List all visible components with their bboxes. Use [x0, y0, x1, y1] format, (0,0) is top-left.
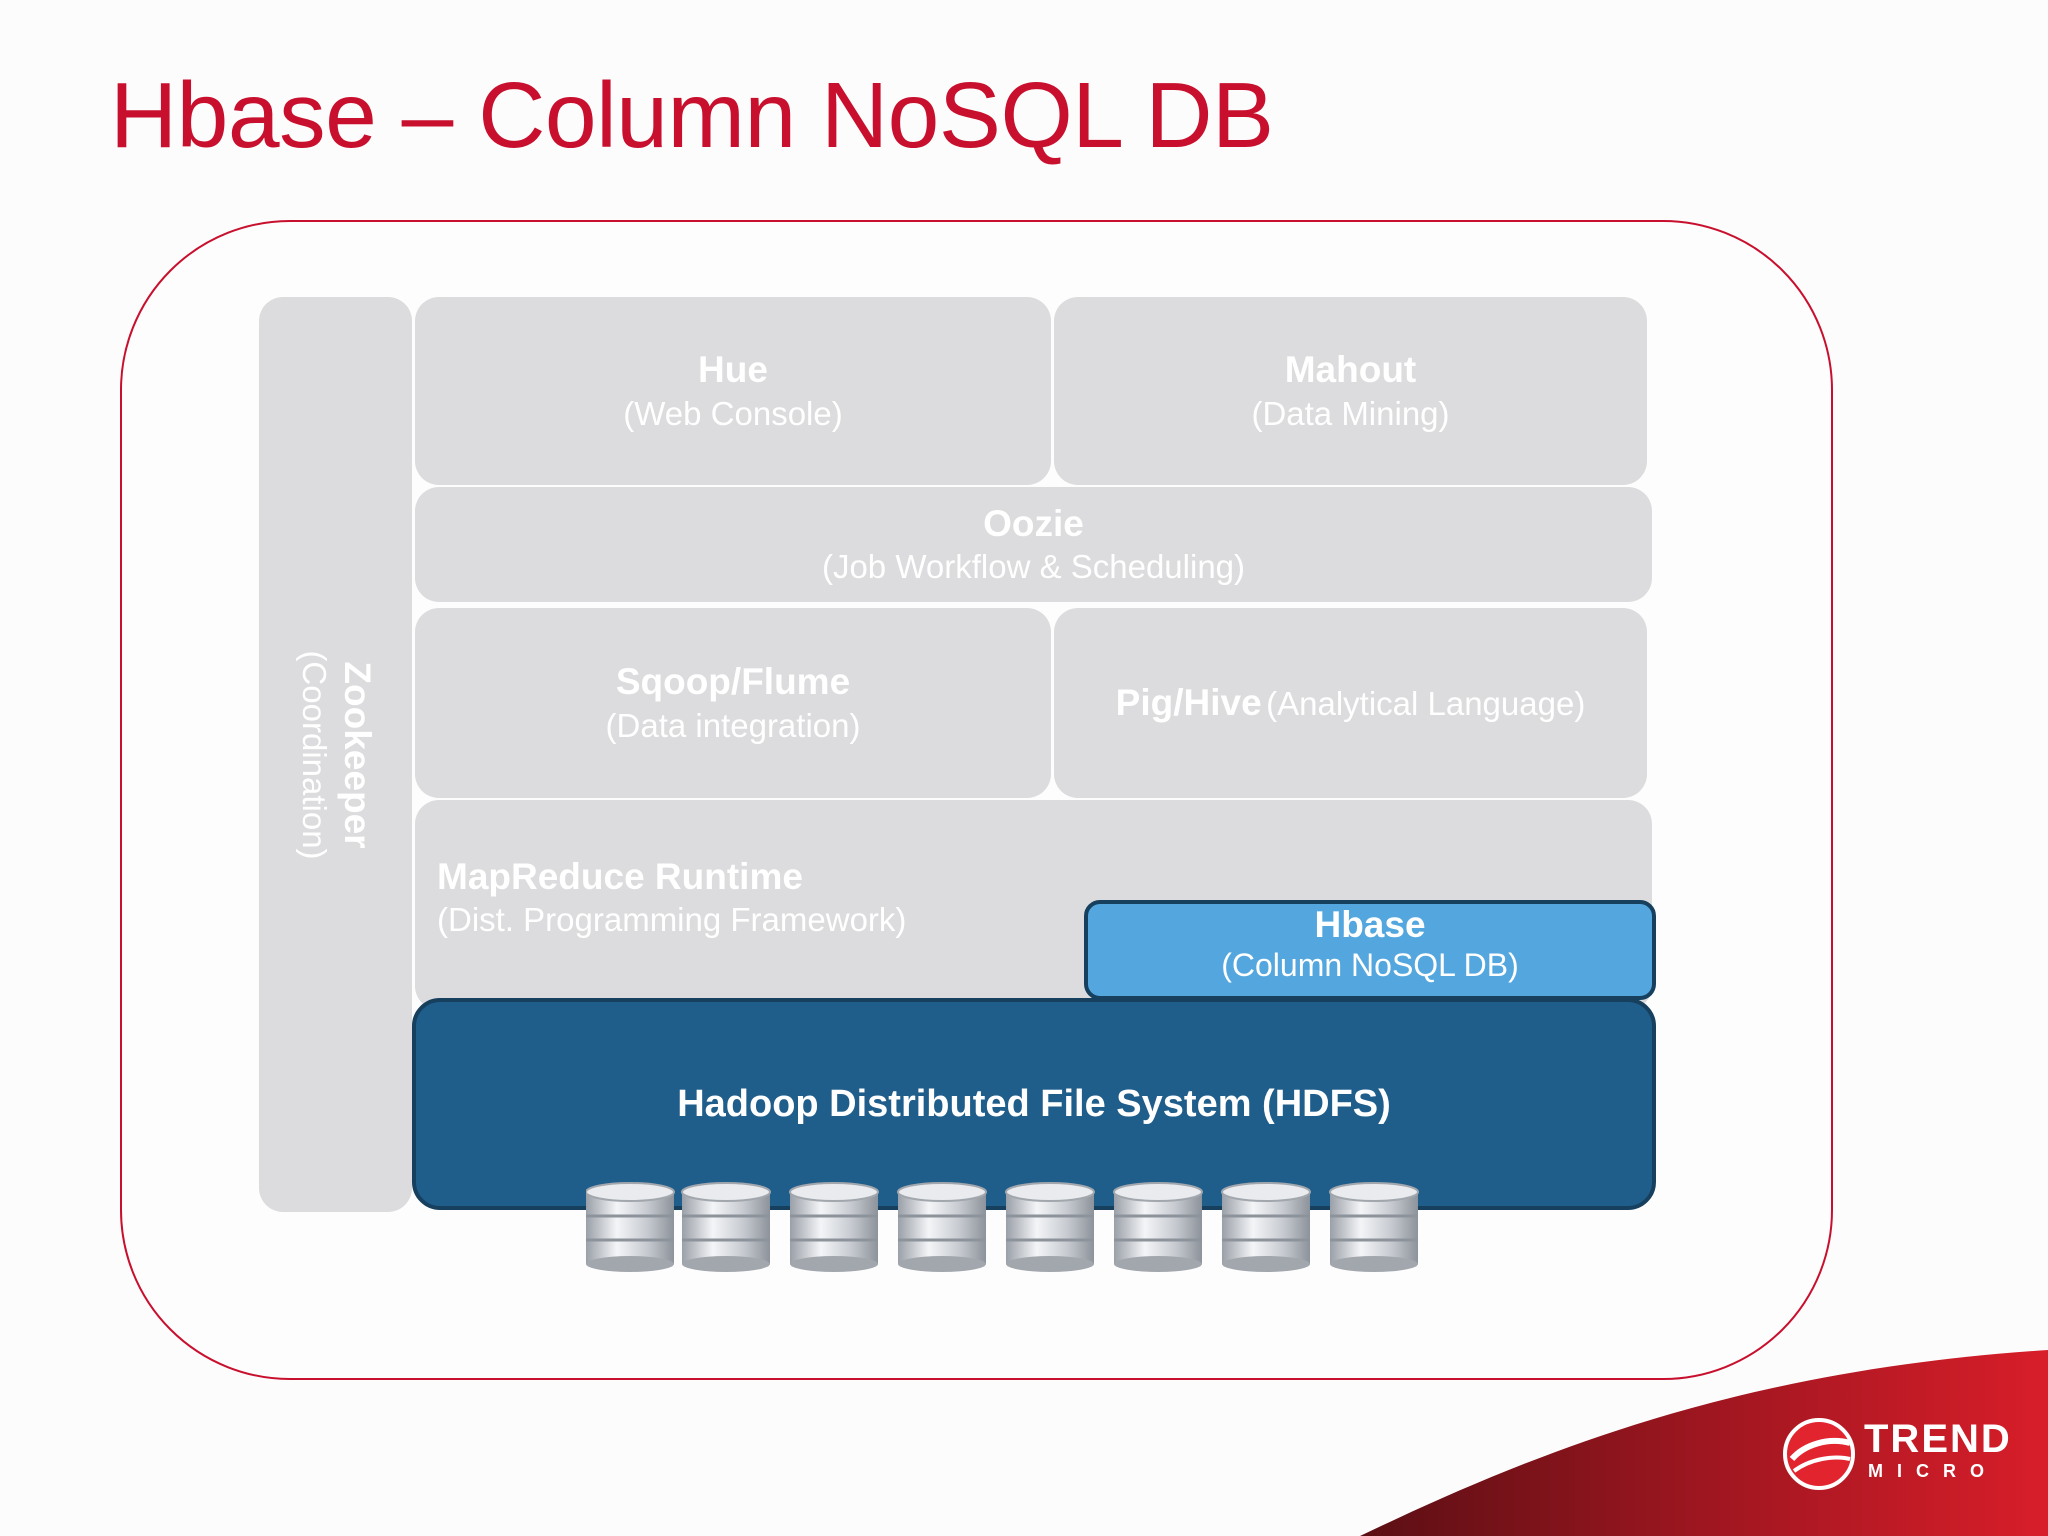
hbase-desc: (Column NoSQL DB) — [1221, 946, 1519, 983]
database-icon — [1329, 1182, 1419, 1272]
database-icon — [897, 1182, 987, 1272]
database-icon — [586, 1182, 675, 1272]
database-icon — [1113, 1182, 1203, 1272]
sqoop-desc: (Data integration) — [605, 706, 861, 744]
zookeeper-name: Zookeeper — [336, 660, 378, 849]
pig-name: Pig/Hive — [1115, 681, 1262, 723]
pig-hive-block: Pig/Hive (Analytical Language) — [1054, 608, 1647, 798]
logo-ball-icon — [1783, 1418, 1855, 1490]
storage-disks — [586, 1182, 1419, 1272]
zookeeper-label-group: Zookeeper (Coordination) — [293, 650, 379, 859]
pig-desc: (Analytical Language) — [1266, 684, 1586, 722]
zookeeper-desc: (Coordination) — [294, 649, 332, 860]
hdfs-block: Hadoop Distributed File System (HDFS) — [412, 998, 1656, 1210]
slide-title: Hbase – Column NoSQL DB — [110, 63, 1274, 167]
database-icon — [1005, 1182, 1095, 1272]
mapreduce-block: MapReduce Runtime (Dist. Programming Fra… — [415, 800, 1652, 1010]
oozie-name: Oozie — [983, 502, 1084, 544]
sqoop-name: Sqoop/Flume — [615, 661, 851, 703]
oozie-desc: (Job Workflow & Scheduling) — [821, 548, 1246, 586]
logo-text-trend: TREND — [1864, 1417, 2012, 1461]
mapreduce-desc: (Dist. Programming Framework) — [437, 901, 907, 939]
pig-label-line: Pig/Hive (Analytical Language) — [1116, 681, 1586, 725]
mahout-desc: (Data Mining) — [1251, 394, 1450, 432]
mahout-name: Mahout — [1284, 349, 1417, 391]
hbase-name: Hbase — [1314, 904, 1426, 945]
hdfs-name: Hadoop Distributed File System (HDFS) — [677, 1082, 1391, 1125]
database-icon — [789, 1182, 879, 1272]
sqoop-flume-block: Sqoop/Flume (Data integration) — [415, 608, 1051, 798]
hue-name: Hue — [698, 349, 768, 391]
corner-swoosh-decoration — [1360, 1350, 2048, 1536]
mahout-block: Mahout (Data Mining) — [1054, 297, 1647, 485]
oozie-block: Oozie (Job Workflow & Scheduling) — [415, 487, 1652, 602]
hbase-block: Hbase (Column NoSQL DB) — [1084, 900, 1656, 1000]
mapreduce-name: MapReduce Runtime — [437, 856, 803, 897]
hue-desc: (Web Console) — [623, 394, 843, 432]
zookeeper-block: Zookeeper (Coordination) — [259, 297, 412, 1212]
logo-text-micro: MICRO — [1868, 1461, 1998, 1481]
hue-block: Hue (Web Console) — [415, 297, 1051, 485]
database-icon — [1221, 1182, 1311, 1272]
database-icon — [681, 1182, 771, 1272]
trend-micro-logo: TREND MICRO — [1780, 1415, 2010, 1495]
